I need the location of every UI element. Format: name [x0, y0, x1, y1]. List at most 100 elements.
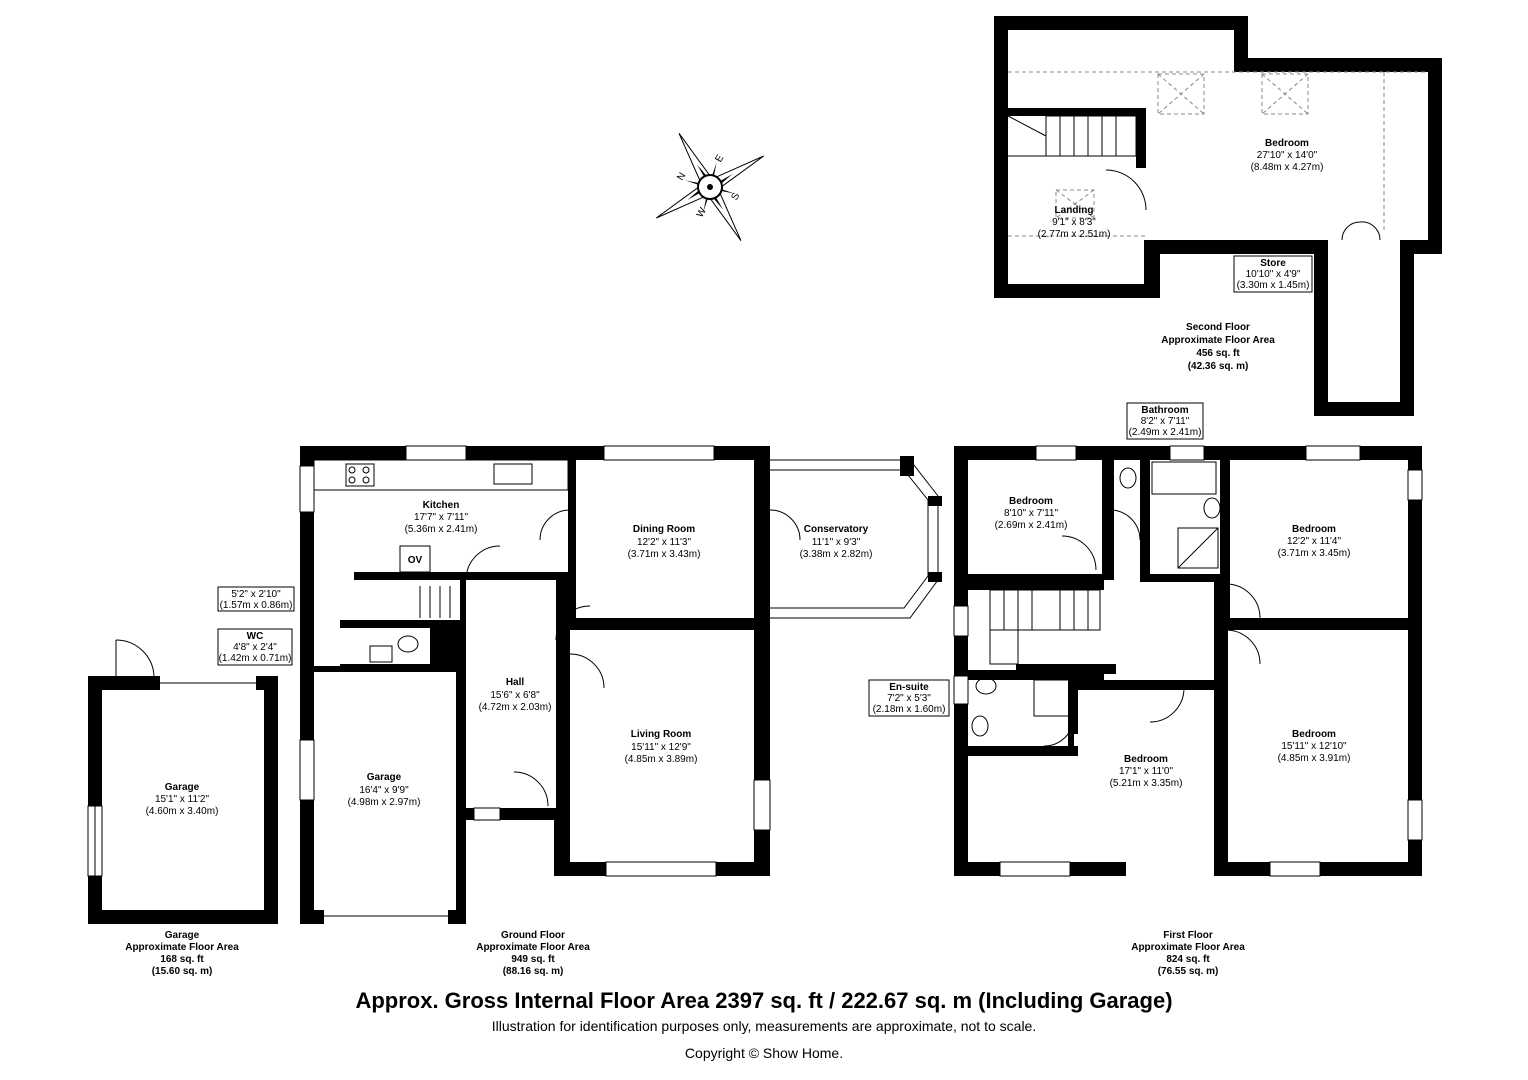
svg-text:(5.21m x 3.35m): (5.21m x 3.35m)	[1110, 778, 1183, 789]
living-floor	[570, 630, 754, 862]
svg-text:Dining Room: Dining Room	[633, 524, 695, 535]
svg-text:(3.38m x 2.82m): (3.38m x 2.82m)	[800, 549, 873, 560]
svg-text:168 sq. ft: 168 sq. ft	[160, 954, 204, 965]
svg-text:15'11" x 12'10": 15'11" x 12'10"	[1281, 741, 1347, 752]
svg-text:En-suite: En-suite	[889, 682, 929, 693]
svg-text:15'6" x 6'8": 15'6" x 6'8"	[490, 690, 540, 701]
detached-garage-plan	[87, 639, 278, 924]
svg-text:(15.60 sq. m): (15.60 sq. m)	[152, 966, 213, 977]
svg-text:(3.30m x 1.45m): (3.30m x 1.45m)	[1237, 280, 1310, 291]
room-store-label: Store 10'10" x 4'9" (3.30m x 1.45m)	[1233, 255, 1313, 293]
svg-text:15'11" x 12'9": 15'11" x 12'9"	[631, 742, 691, 753]
svg-text:949 sq. ft: 949 sq. ft	[511, 954, 555, 965]
svg-text:Bedroom: Bedroom	[1292, 524, 1336, 535]
disclaimer: Illustration for identification purposes…	[491, 1018, 1037, 1034]
svg-text:Approximate Floor Area: Approximate Floor Area	[1161, 335, 1275, 346]
svg-text:(3.71m x 3.43m): (3.71m x 3.43m)	[628, 549, 701, 560]
svg-text:(1.42m x 0.71m): (1.42m x 0.71m)	[219, 653, 292, 664]
svg-text:Landing: Landing	[1055, 205, 1094, 216]
svg-text:Bedroom: Bedroom	[1009, 496, 1053, 507]
svg-text:Garage: Garage	[165, 930, 200, 941]
room-bed-ff-small-label: Bedroom 8'10" x 7'11" (2.69m x 2.41m)	[995, 496, 1068, 531]
svg-text:Bedroom: Bedroom	[1265, 138, 1309, 149]
room-wc-label: WC 4'8" x 2'4" (1.42m x 0.71m)	[217, 628, 293, 666]
compass-s: S	[729, 191, 742, 203]
room-garage-int-label: Garage 16'4" x 9'9" (4.98m x 2.97m)	[348, 772, 421, 808]
svg-text:(2.69m x 2.41m): (2.69m x 2.41m)	[995, 520, 1068, 531]
svg-text:First Floor: First Floor	[1163, 930, 1213, 941]
svg-text:(3.71m x 3.45m): (3.71m x 3.45m)	[1278, 548, 1351, 559]
copyright: Copyright © Show Home.	[684, 1045, 844, 1061]
svg-text:Second Floor: Second Floor	[1186, 322, 1250, 333]
svg-text:(4.72m x 2.03m): (4.72m x 2.03m)	[479, 702, 552, 713]
svg-text:7'2" x 5'3": 7'2" x 5'3"	[887, 693, 931, 704]
svg-text:(88.16 sq. m): (88.16 sq. m)	[503, 966, 564, 977]
svg-text:16'4" x 9'9": 16'4" x 9'9"	[359, 785, 409, 796]
svg-text:(8.48m x 4.27m): (8.48m x 4.27m)	[1251, 162, 1324, 173]
room-kitchen-label: Kitchen 17'7" x 7'11" (5.36m x 2.41m)	[405, 500, 478, 535]
compass-w: W	[695, 205, 710, 219]
svg-text:Hall: Hall	[506, 677, 525, 688]
area-ground: Ground Floor Approximate Floor Area 949 …	[476, 930, 590, 977]
room-bed-ff-right-bot-label: Bedroom 15'11" x 12'10" (4.85m x 3.91m)	[1278, 729, 1351, 764]
svg-text:27'10" x 14'0": 27'10" x 14'0"	[1257, 150, 1318, 161]
svg-text:456 sq. ft: 456 sq. ft	[1196, 348, 1240, 359]
garage-int-floor	[314, 672, 456, 910]
room-hall-label: Hall 15'6" x 6'8" (4.72m x 2.03m)	[479, 677, 552, 713]
svg-text:(1.57m x 0.86m): (1.57m x 0.86m)	[220, 600, 293, 611]
svg-text:(4.98m x 2.97m): (4.98m x 2.97m)	[348, 797, 421, 808]
svg-text:Conservatory: Conservatory	[804, 524, 869, 535]
svg-text:Approximate Floor Area: Approximate Floor Area	[1131, 942, 1245, 953]
svg-text:(2.49m x 2.41m): (2.49m x 2.41m)	[1129, 427, 1202, 438]
gross-floor-area: Approx. Gross Internal Floor Area 2397 s…	[355, 988, 1173, 1013]
area-garage: Garage Approximate Floor Area 168 sq. ft…	[125, 930, 239, 977]
svg-text:(5.36m x 2.41m): (5.36m x 2.41m)	[405, 524, 478, 535]
svg-text:Living Room: Living Room	[631, 729, 692, 740]
svg-text:WC: WC	[247, 631, 264, 642]
svg-text:8'2" x 7'11": 8'2" x 7'11"	[1141, 416, 1190, 427]
svg-text:Approximate Floor Area: Approximate Floor Area	[476, 942, 590, 953]
svg-text:5'2" x 2'10": 5'2" x 2'10"	[231, 589, 281, 600]
oven-label: OV	[408, 555, 423, 566]
svg-text:Bathroom: Bathroom	[1141, 405, 1188, 416]
svg-text:Store: Store	[1260, 258, 1286, 269]
svg-text:17'1" x 11'0": 17'1" x 11'0"	[1119, 766, 1174, 777]
ground-floor-plan	[299, 445, 942, 924]
room-cupboard-label: 5'2" x 2'10" (1.57m x 0.86m)	[217, 586, 295, 612]
svg-text:Garage: Garage	[367, 772, 402, 783]
svg-text:11'1" x 9'3": 11'1" x 9'3"	[812, 537, 861, 548]
svg-text:Bedroom: Bedroom	[1124, 754, 1168, 765]
svg-text:Garage: Garage	[165, 782, 200, 793]
svg-text:Bedroom: Bedroom	[1292, 729, 1336, 740]
svg-text:Ground Floor: Ground Floor	[501, 930, 565, 941]
svg-text:824 sq. ft: 824 sq. ft	[1166, 954, 1210, 965]
svg-text:Kitchen: Kitchen	[423, 500, 460, 511]
dining-floor	[576, 460, 754, 618]
svg-text:(2.77m x 2.51m): (2.77m x 2.51m)	[1038, 229, 1111, 240]
compass-e: E	[713, 153, 726, 165]
area-second: Second Floor Approximate Floor Area 456 …	[1161, 322, 1275, 372]
svg-text:9'1" x 8'3": 9'1" x 8'3"	[1052, 217, 1096, 228]
room-landing-label: Landing 9'1" x 8'3" (2.77m x 2.51m)	[1038, 205, 1111, 240]
svg-text:8'10" x 7'11": 8'10" x 7'11"	[1004, 508, 1059, 519]
room-dining-label: Dining Room 12'2" x 11'3" (3.71m x 3.43m…	[628, 524, 701, 560]
svg-text:(42.36 sq. m): (42.36 sq. m)	[1188, 361, 1249, 372]
room-bathroom-label: Bathroom 8'2" x 7'11" (2.49m x 2.41m)	[1126, 402, 1204, 440]
area-first: First Floor Approximate Floor Area 824 s…	[1131, 930, 1245, 977]
kitchen-floor	[314, 460, 568, 572]
room-bed-ff-right-top-label: Bedroom 12'2" x 11'4" (3.71m x 3.45m)	[1278, 524, 1351, 559]
room-ensuite-label: En-suite 7'2" x 5'3" (2.18m x 1.60m)	[868, 679, 950, 717]
svg-text:(4.85m x 3.91m): (4.85m x 3.91m)	[1278, 753, 1351, 764]
svg-text:12'2" x 11'4": 12'2" x 11'4"	[1287, 536, 1342, 547]
svg-text:(2.18m x 1.60m): (2.18m x 1.60m)	[873, 704, 946, 715]
compass-n: N	[675, 171, 688, 183]
room-bed-sf-label: Bedroom 27'10" x 14'0" (8.48m x 4.27m)	[1251, 138, 1324, 173]
svg-text:15'1" x 11'2": 15'1" x 11'2"	[155, 794, 210, 805]
second-floor-plan	[994, 16, 1442, 416]
svg-text:(4.85m x 3.89m): (4.85m x 3.89m)	[625, 754, 698, 765]
room-garage-det-label: Garage 15'1" x 11'2" (4.60m x 3.40m)	[146, 782, 219, 817]
svg-text:10'10" x 4'9": 10'10" x 4'9"	[1246, 269, 1301, 280]
svg-text:4'8" x 2'4": 4'8" x 2'4"	[233, 642, 277, 653]
compass-rose	[656, 133, 764, 241]
